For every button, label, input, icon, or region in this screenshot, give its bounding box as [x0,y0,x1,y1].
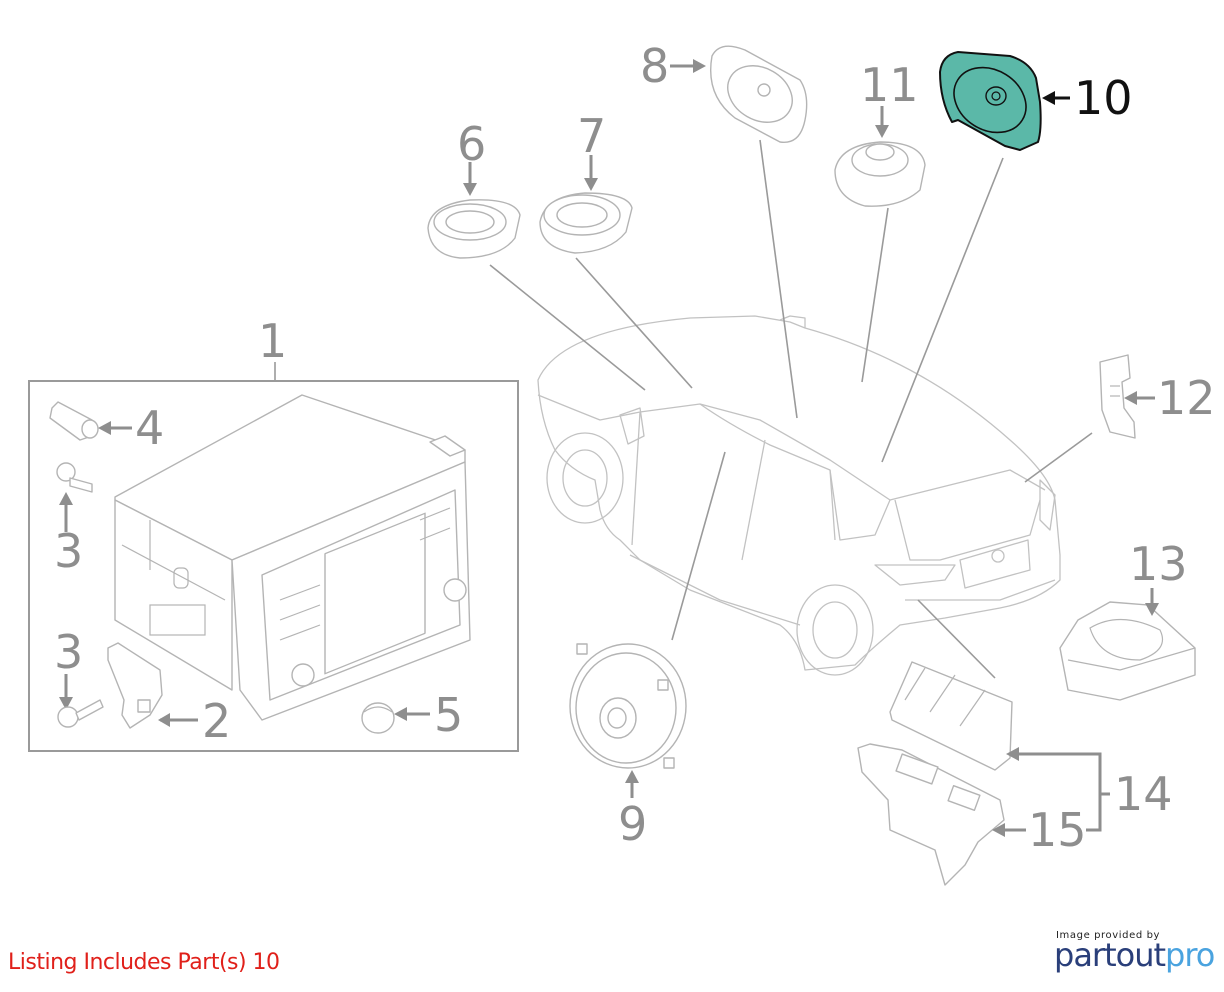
callout-3-lower: 3 [54,625,83,679]
tweeter-speaker-11 [834,141,926,207]
door-speaker-9 [569,643,687,769]
callout-2: 2 [202,694,231,748]
callout-11: 11 [860,58,919,112]
brand-part1: partout [1054,936,1166,974]
callout-7: 7 [577,109,606,163]
screw-upper [56,462,93,493]
tweeter-speaker-7 [539,192,633,254]
tweeter-speaker-6 [427,199,521,259]
callout-1: 1 [258,314,287,368]
subwoofer-unit-13 [1059,601,1196,701]
callout-12: 12 [1157,371,1216,425]
amplifier-14 [889,661,1013,771]
vehicle-outline [537,315,1061,676]
callout-5: 5 [434,688,463,742]
bracket-clip-12 [1099,354,1136,439]
callout-9: 9 [618,797,647,851]
cap-plug [361,702,395,734]
callout-3-upper: 3 [54,524,83,578]
callout-4: 4 [135,401,164,455]
brand-part2: pro [1165,936,1215,974]
callout-6: 6 [457,117,486,171]
image-credit-text: Image provided by [1056,930,1161,941]
highlighted-speaker-10 [939,51,1042,151]
head-unit-group-box [28,380,519,752]
screw-lower [57,699,104,728]
mounting-bracket [107,642,163,729]
partoutpro-logo: partoutpro [1054,936,1215,974]
oval-speaker-8 [710,45,808,144]
sleeve-fitting [49,401,99,441]
head-unit-radio [114,394,471,721]
listing-includes-text: Listing Includes Part(s) 10 [8,950,280,975]
amplifier-bracket-15 [857,743,1005,886]
callout-15: 15 [1028,803,1087,857]
callout-8: 8 [640,39,669,93]
callout-14: 14 [1114,767,1173,821]
callout-13: 13 [1129,537,1188,591]
callout-10: 10 [1074,71,1133,125]
